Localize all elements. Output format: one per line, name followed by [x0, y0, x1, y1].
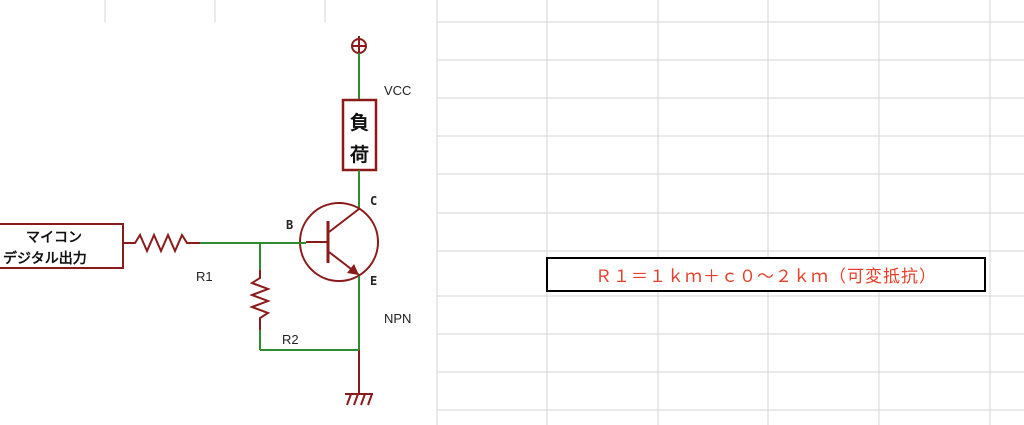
load-label-1: 負 [350, 111, 369, 134]
emitter-arrow [347, 264, 359, 275]
vcc-label: VCC [384, 83, 411, 98]
resistor-note-text: Ｒ１＝１ｋｍ＋ｃ０～２ｋｍ（可変抵抗） [595, 267, 937, 287]
mcu-label-line1: マイコン [26, 230, 82, 246]
npn-transistor [299, 202, 379, 282]
base-label: B [286, 218, 293, 232]
collector-label: C [370, 194, 377, 208]
mcu-label-line2: デジタル出力 [3, 250, 87, 267]
load-box [341, 98, 378, 172]
transistor-circuit: VCC 負 荷 C B E NPN マイコン デジタル出力 R1 R2 [0, 36, 411, 406]
resistor-note-box: Ｒ１＝１ｋｍ＋ｃ０～２ｋｍ（可変抵抗） [546, 257, 986, 292]
r1-label: R1 [196, 269, 213, 284]
mcu-box [0, 223, 124, 269]
r1-resistor [123, 232, 200, 254]
r2-label: R2 [282, 332, 299, 347]
load-label-2: 荷 [350, 143, 369, 166]
r2-resistor [249, 270, 271, 330]
emitter-label: E [370, 274, 377, 288]
transistor-type-label: NPN [384, 311, 411, 326]
ground-symbol [345, 393, 373, 406]
vcc-symbol [351, 36, 367, 54]
